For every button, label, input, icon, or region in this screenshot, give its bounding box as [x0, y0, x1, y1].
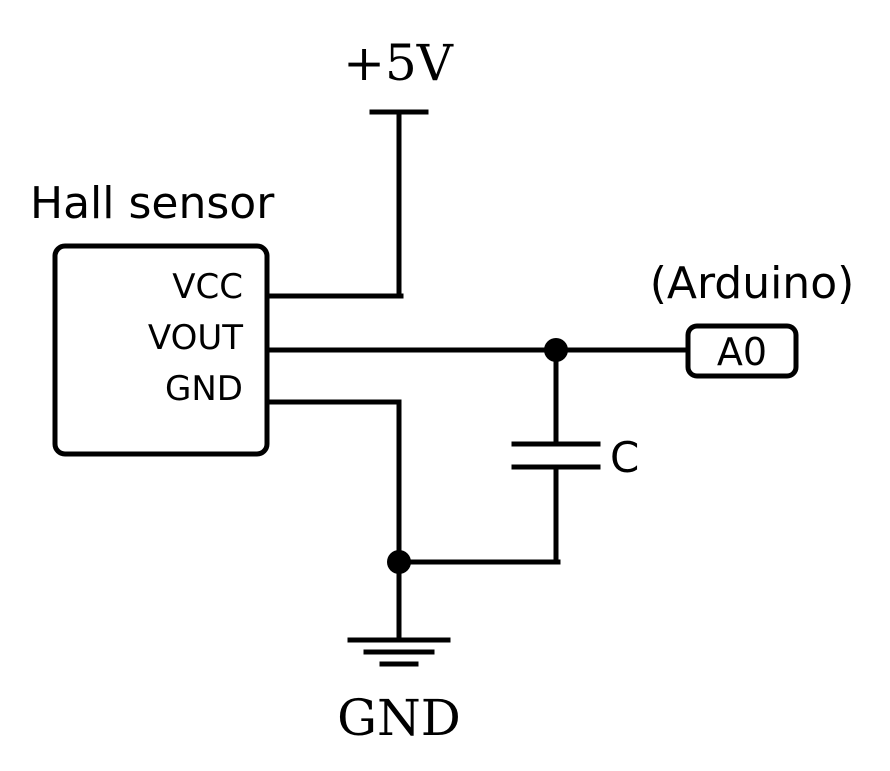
arduino-pin-box [685, 323, 799, 379]
pin-label-vout: VOUT [148, 318, 243, 358]
ground-junction-dot [387, 550, 411, 574]
gnd-wire [264, 399, 402, 643]
sensor-title: Hall sensor [30, 178, 275, 229]
ground-label: GND [337, 689, 461, 747]
capacitor-label: C [610, 433, 639, 482]
arduino-pin-label: A0 [717, 330, 767, 374]
pin-label-gnd: GND [165, 369, 243, 409]
arduino-title: (Arduino) [650, 258, 855, 309]
pin-label-vcc: VCC [172, 267, 243, 307]
supply-label: +5V [343, 34, 454, 92]
